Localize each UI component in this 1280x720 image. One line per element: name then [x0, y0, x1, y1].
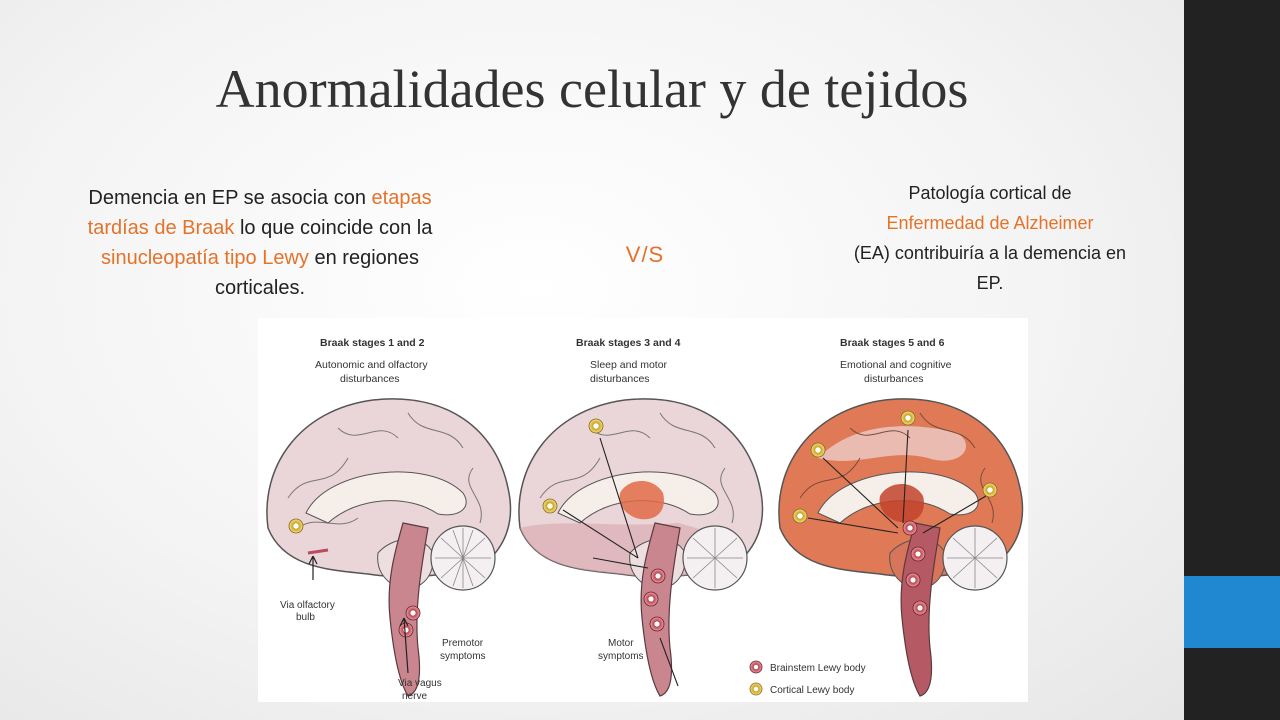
right-text-part2: (EA) contribuiría a la demencia en EP. [853, 243, 1127, 293]
legend-brainstem-icon [749, 660, 763, 674]
label-premotor-2: symptoms [440, 651, 486, 662]
legend-brainstem-label: Brainstem Lewy body [770, 663, 866, 674]
left-highlight-braak: etapas tardías de Braak [87, 187, 432, 239]
stage-3-4-sub1: Sleep and motor [590, 359, 668, 371]
slide-title: Anormalidades celular y de tejidos [215, 59, 969, 119]
right-text-part1: Patología cortical de [908, 183, 1072, 203]
label-via-vagus-1: Via vagus [398, 678, 442, 689]
stage-3-4-sub2: disturbances [590, 373, 650, 385]
brain-stage-5-6: Braak stages 5 and 6 Emotional and cogni… [749, 337, 1024, 697]
label-via-olfactory-1: Via olfactory [280, 600, 335, 611]
stage-1-2-sub2: disturbances [340, 373, 400, 385]
label-via-olfactory-2: bulb [296, 612, 315, 623]
brain-stage-3-4: Braak stages 3 and 4 Sleep and motor dis… [518, 337, 764, 697]
label-motor-2: symptoms [598, 651, 644, 662]
label-premotor-1: Premotor [442, 638, 484, 649]
stage-5-6-sub1: Emotional and cognitive [840, 359, 952, 371]
left-text-part2: lo que coincide con la [234, 217, 433, 239]
sidebar-accent-block [1184, 576, 1280, 648]
stage-5-6-sub2: disturbances [864, 373, 924, 385]
legend-cortical-icon [749, 682, 763, 696]
versus-label: V/S [625, 242, 665, 267]
left-highlight-lewy: sinucleopatía tipo Lewy [101, 247, 309, 269]
right-text-block: Patología cortical de Enfermedad de Alzh… [845, 178, 1135, 298]
braak-stages-figure: Braak stages 1 and 2 Autonomic and olfac… [258, 318, 1028, 702]
left-text-part1: Demencia en EP se asocia con [88, 187, 372, 209]
label-motor-1: Motor [608, 638, 634, 649]
braak-figure-svg: Braak stages 1 and 2 Autonomic and olfac… [266, 337, 1024, 702]
stage-5-6-heading: Braak stages 5 and 6 [840, 337, 945, 349]
stage-3-4-heading: Braak stages 3 and 4 [576, 337, 681, 349]
left-text-block: Demencia en EP se asocia con etapas tard… [60, 183, 460, 303]
stage-1-2-sub1: Autonomic and olfactory [315, 359, 428, 371]
legend-cortical-label: Cortical Lewy body [770, 685, 854, 696]
stage-1-2-heading: Braak stages 1 and 2 [320, 337, 425, 349]
left-text-part3: en regiones corticales. [214, 247, 419, 299]
right-highlight-alzheimer: Enfermedad de Alzheimer [886, 213, 1094, 233]
label-via-vagus-2: nerve [402, 691, 427, 702]
brain-stage-1-2: Braak stages 1 and 2 Autonomic and olfac… [266, 337, 512, 702]
